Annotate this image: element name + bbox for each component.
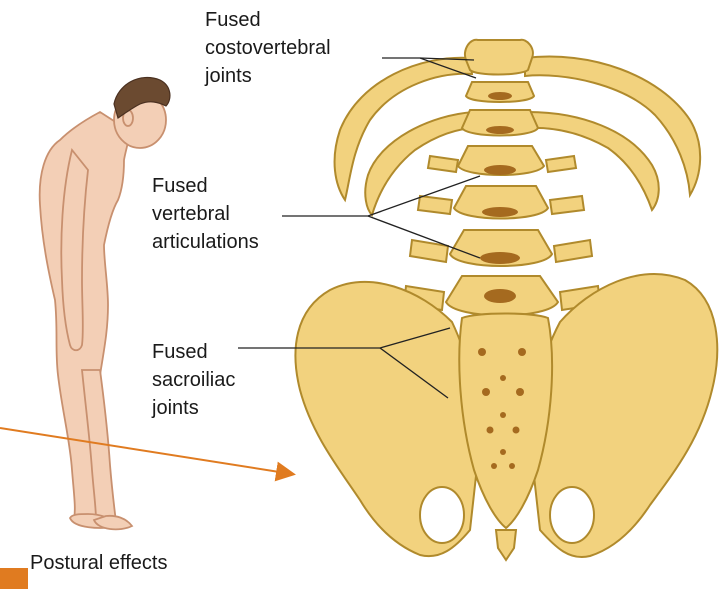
vertebral-column xyxy=(404,40,600,316)
vertebral-label: Fused vertebral articulations xyxy=(152,172,259,256)
sacroiliac-label-line3: joints xyxy=(152,394,235,422)
figure-caption: Postural effects xyxy=(30,552,167,575)
sacroiliac-label-line1: Fused xyxy=(152,338,235,366)
vertebral-label-line1: Fused xyxy=(152,172,259,200)
accent-bar xyxy=(0,568,28,589)
costovertebral-label-line1: Fused xyxy=(205,6,331,34)
costovertebral-label: Fused costovertebral joints xyxy=(205,6,331,90)
right-obturator-foramen xyxy=(550,487,594,543)
stooped-figure-illustration xyxy=(40,92,166,529)
coccyx xyxy=(496,530,516,560)
costovertebral-label-line3: joints xyxy=(205,62,331,90)
left-obturator-foramen xyxy=(420,487,464,543)
vertebral-label-line2: vertebral xyxy=(152,200,259,228)
sacroiliac-label: Fused sacroiliac joints xyxy=(152,338,235,422)
costovertebral-label-line2: costovertebral xyxy=(205,34,331,62)
sacroiliac-label-line2: sacroiliac xyxy=(152,366,235,394)
pointer-arrow-icon xyxy=(0,428,292,474)
vertebral-label-line3: articulations xyxy=(152,228,259,256)
